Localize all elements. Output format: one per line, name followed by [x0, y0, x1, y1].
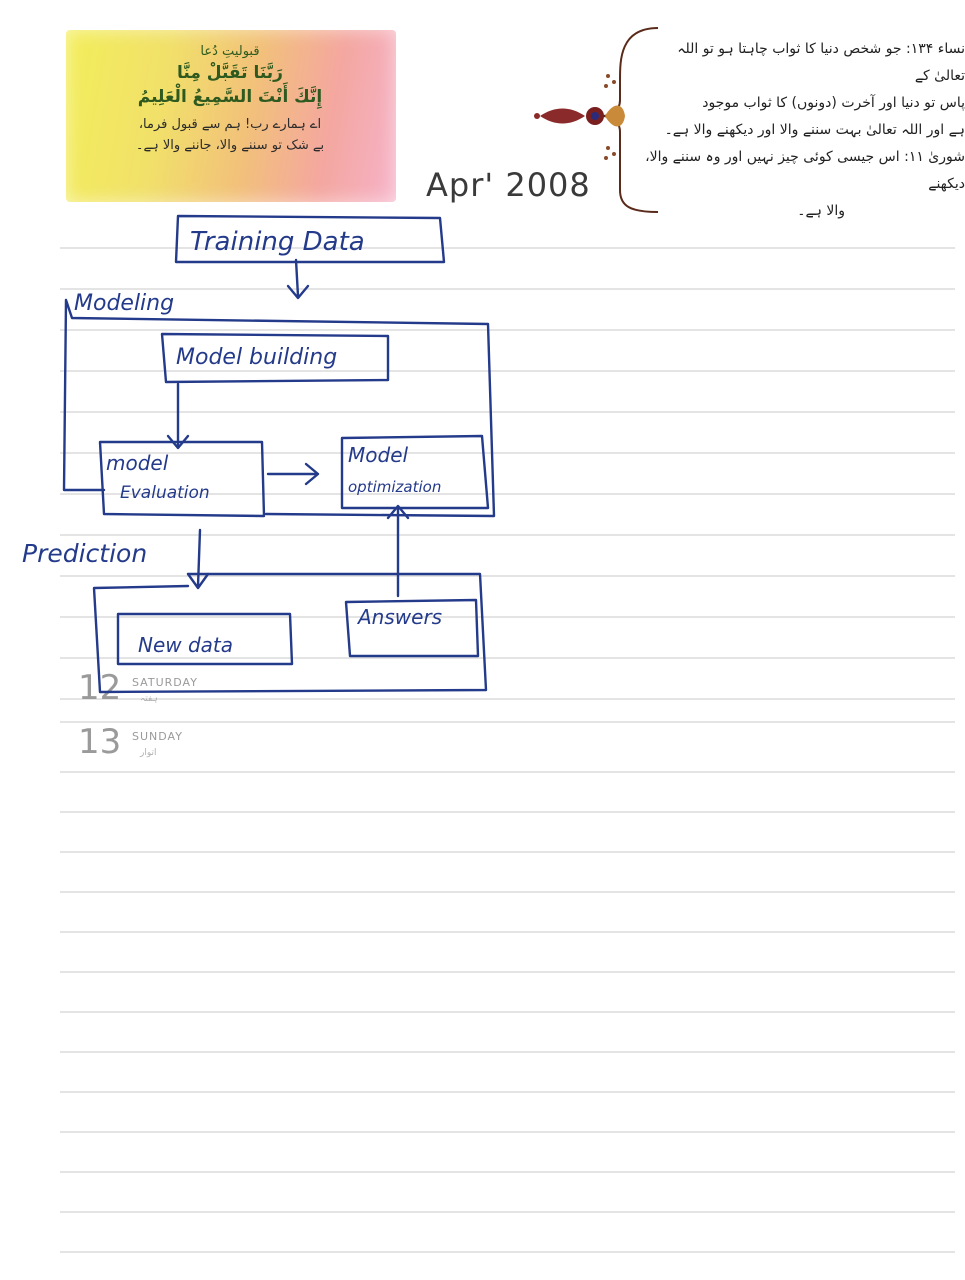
model-optimization-label-1: Model: [348, 443, 408, 467]
arrow-evaluation-to-optimization: [266, 462, 320, 486]
dua-banner: [66, 30, 396, 202]
model-evaluation-label-2: Evaluation: [120, 483, 210, 503]
model-evaluation-label-1: model: [106, 451, 169, 475]
day-name-saturday: SATURDAY: [132, 676, 198, 689]
answers-box: [344, 598, 480, 658]
day-sub-sunday: اتوار: [140, 748, 157, 758]
day-name-sunday: SUNDAY: [132, 730, 183, 743]
quote-line-4: شوریٰ ۱۱: اس جیسی کوئی چیز نہیں اور وہ س…: [645, 149, 965, 192]
quote-line-3: ہے اور اللہ تعالیٰ بہت سننے والا اور دیک…: [664, 122, 965, 138]
model-optimization-label-2: optimization: [348, 478, 441, 496]
prediction-label: Prediction: [22, 539, 147, 568]
quote-line-1: نساء ۱۳۴: جو شخص دنیا کا ثواب چاہتا ہو ت…: [677, 41, 965, 84]
modeling-box: [62, 298, 496, 518]
arrow-training-to-modeling: [286, 258, 310, 300]
answers-label: Answers: [356, 605, 442, 629]
model-evaluation-box: [98, 440, 266, 518]
arrow-prediction: [186, 528, 210, 590]
month-label: Apr' 2008: [426, 166, 591, 204]
ornament-icon: [534, 27, 659, 213]
new-data-label: New data: [138, 633, 233, 657]
new-data-box: [116, 612, 294, 666]
dua-title: قبولیتِ دُعا: [200, 44, 260, 59]
quote-line-5: والا ہے۔: [797, 203, 845, 219]
dua-banner-text: قبولیتِ دُعا رَبَّنَا تَقَبَّلْ مِنَّا إ…: [90, 44, 370, 159]
dua-translation-line-2: بے شک تو سننے والا، جاننے والا ہے۔: [135, 138, 325, 153]
quote-block: نساء ۱۳۴: جو شخص دنیا کا ثواب چاہتا ہو ت…: [645, 36, 965, 236]
quote-line-2: پاس تو دنیا اور آخرت (دونوں) کا ثواب موج…: [702, 95, 965, 111]
arrow-answers-to-optimization: [386, 504, 410, 598]
model-optimization-box: [340, 434, 490, 510]
training-data-box: [174, 214, 446, 264]
dua-verse-line-2: إِنَّكَ أَنْتَ السَّمِيعُ الْعَلِيمُ: [137, 87, 323, 107]
dua-verse-line-1: رَبَّنَا تَقَبَّلْ مِنَّا: [177, 63, 283, 83]
model-building-label: Model building: [176, 345, 337, 370]
arrow-building-to-evaluation: [166, 382, 190, 450]
model-building-box: [160, 332, 390, 384]
training-data-label: Training Data: [190, 227, 365, 257]
dua-translation-line-1: اے ہمارے رب! ہم سے قبول فرما،: [138, 117, 322, 132]
modeling-label: Modeling: [74, 291, 174, 316]
date-number-13: 13: [78, 722, 122, 762]
day-sub-saturday: ہفتہ: [140, 694, 158, 704]
prediction-box: [92, 572, 488, 694]
